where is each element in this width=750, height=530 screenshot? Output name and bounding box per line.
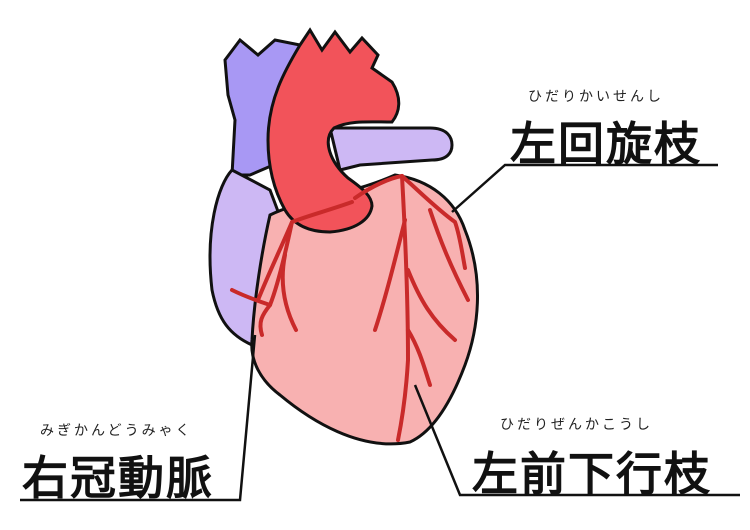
- lad-diagonal-2: [406, 268, 457, 342]
- left-coronary-main: [353, 174, 404, 200]
- lad-leader-line: [413, 384, 740, 497]
- label-lad-text: 左前下行枝: [472, 447, 712, 501]
- rca-branch-2: [280, 253, 298, 332]
- leader-lines: [20, 163, 740, 502]
- left-circumflex-branch: [400, 174, 467, 270]
- rca-branch-3: [230, 288, 272, 307]
- label-lcx-ruby: ひだりかいせんし: [528, 89, 664, 105]
- label-rca-text: 右冠動脈: [22, 451, 214, 505]
- label-rca-ruby: みぎかんどうみゃく: [40, 423, 193, 439]
- lad-diagonal-3: [406, 328, 432, 387]
- label-lcx-text: 左回旋枝: [510, 117, 702, 171]
- coronary-arteries: [230, 174, 470, 442]
- rca-leader-line: [20, 334, 257, 502]
- rca-branch-1: [256, 220, 294, 302]
- lcx-leader-line: [451, 163, 718, 213]
- lcx-sub-branch: [428, 208, 470, 302]
- pulmonary-vessel: [328, 126, 454, 172]
- lad-diagonal-1: [373, 218, 407, 332]
- aorta: [266, 27, 401, 234]
- label-lad-ruby: ひだりぜんかこうし: [500, 417, 653, 433]
- rca-branch-4: [258, 303, 272, 337]
